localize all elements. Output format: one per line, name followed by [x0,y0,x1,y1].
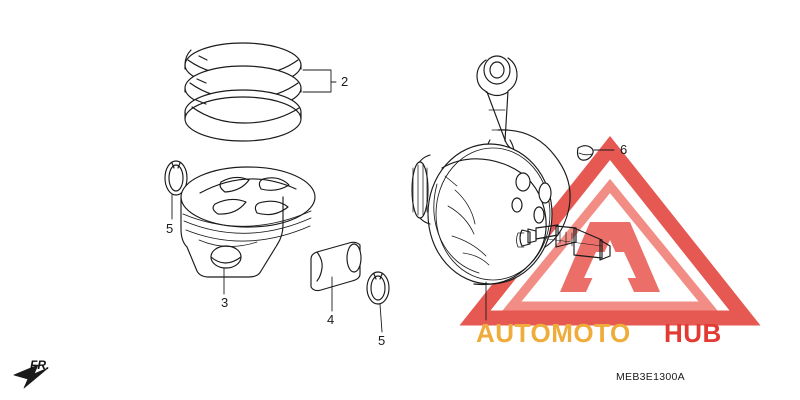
callout-3: 3 [221,295,229,310]
piston-pin [310,241,362,292]
part-code-label: MEB3E1300A [616,371,685,383]
watermark-text-left: AUTOMOTO [476,318,631,348]
callout-4: 4 [327,312,335,327]
leader-lines [171,69,615,333]
piston-rings-group [184,42,302,142]
crankshaft-group [411,55,611,286]
callout-5-lower: 5 [378,333,386,348]
front-direction-arrow [13,364,49,389]
callout-2: 2 [341,74,349,89]
front-direction-label: FR. [30,358,50,372]
watermark-text-right: HUB [664,318,722,348]
piston-pin-clip-upper [164,160,188,196]
piston-group [180,166,316,278]
piston-pin-clip-lower [366,271,390,305]
woodruff-key [576,145,594,161]
callout-6: 6 [620,142,628,157]
callout-5-upper: 5 [166,221,174,236]
